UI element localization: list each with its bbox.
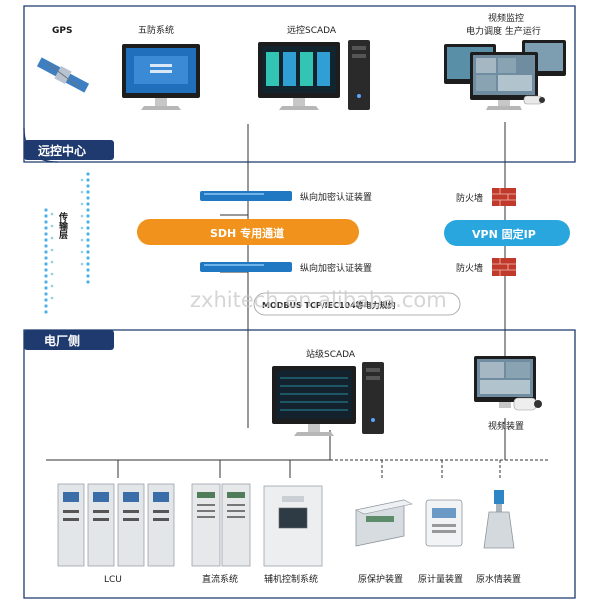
water-device-label: 原水情装置 <box>476 573 521 585</box>
remote-scada-label: 远控SCADA <box>287 24 337 36</box>
aux-control-label: 辅机控制系统 <box>264 573 318 585</box>
auth-device-top-label: 纵向加密认证装置 <box>300 191 372 203</box>
firewall-bottom-label: 防火墙 <box>456 262 483 274</box>
metering-device <box>426 500 462 546</box>
video-monitor-label: 视频监控 <box>488 12 524 24</box>
firewall-bottom-icon <box>492 258 516 276</box>
firewall-top-label: 防火墙 <box>456 192 483 204</box>
encryption-device-top <box>200 191 292 201</box>
sdh-channel-label: SDH 专用通道 <box>210 226 284 240</box>
dc-system-label: 直流系统 <box>202 573 238 585</box>
transmission-layer-dots <box>44 172 89 313</box>
metering-device-label: 原计量装置 <box>418 573 463 585</box>
remote-center-label: 远控中心 <box>38 143 86 158</box>
watermark-text: zxhitech.en.alibaba.com <box>190 288 447 312</box>
protection-device-label: 原保护装置 <box>358 573 403 585</box>
video-device-workstation <box>474 356 542 410</box>
encryption-device-bottom <box>200 262 292 272</box>
power-dispatch-label: 电力调度 生产运行 <box>466 25 541 37</box>
plant-side-label: 电厂侧 <box>44 333 80 348</box>
station-scada-label: 站级SCADA <box>306 348 356 360</box>
aux-control-cabinet <box>264 486 322 566</box>
gps-label: GPS <box>52 26 72 36</box>
auth-device-bottom-label: 纵向加密认证装置 <box>300 262 372 274</box>
video-device-label: 视频装置 <box>488 420 524 432</box>
lcu-label: LCU <box>104 575 122 585</box>
transmission-layer-label: 传输层 <box>57 211 69 240</box>
wufang-label: 五防系统 <box>138 24 174 36</box>
vpn-channel-label: VPN 固定IP <box>472 227 536 241</box>
firewall-top-icon <box>492 188 516 206</box>
